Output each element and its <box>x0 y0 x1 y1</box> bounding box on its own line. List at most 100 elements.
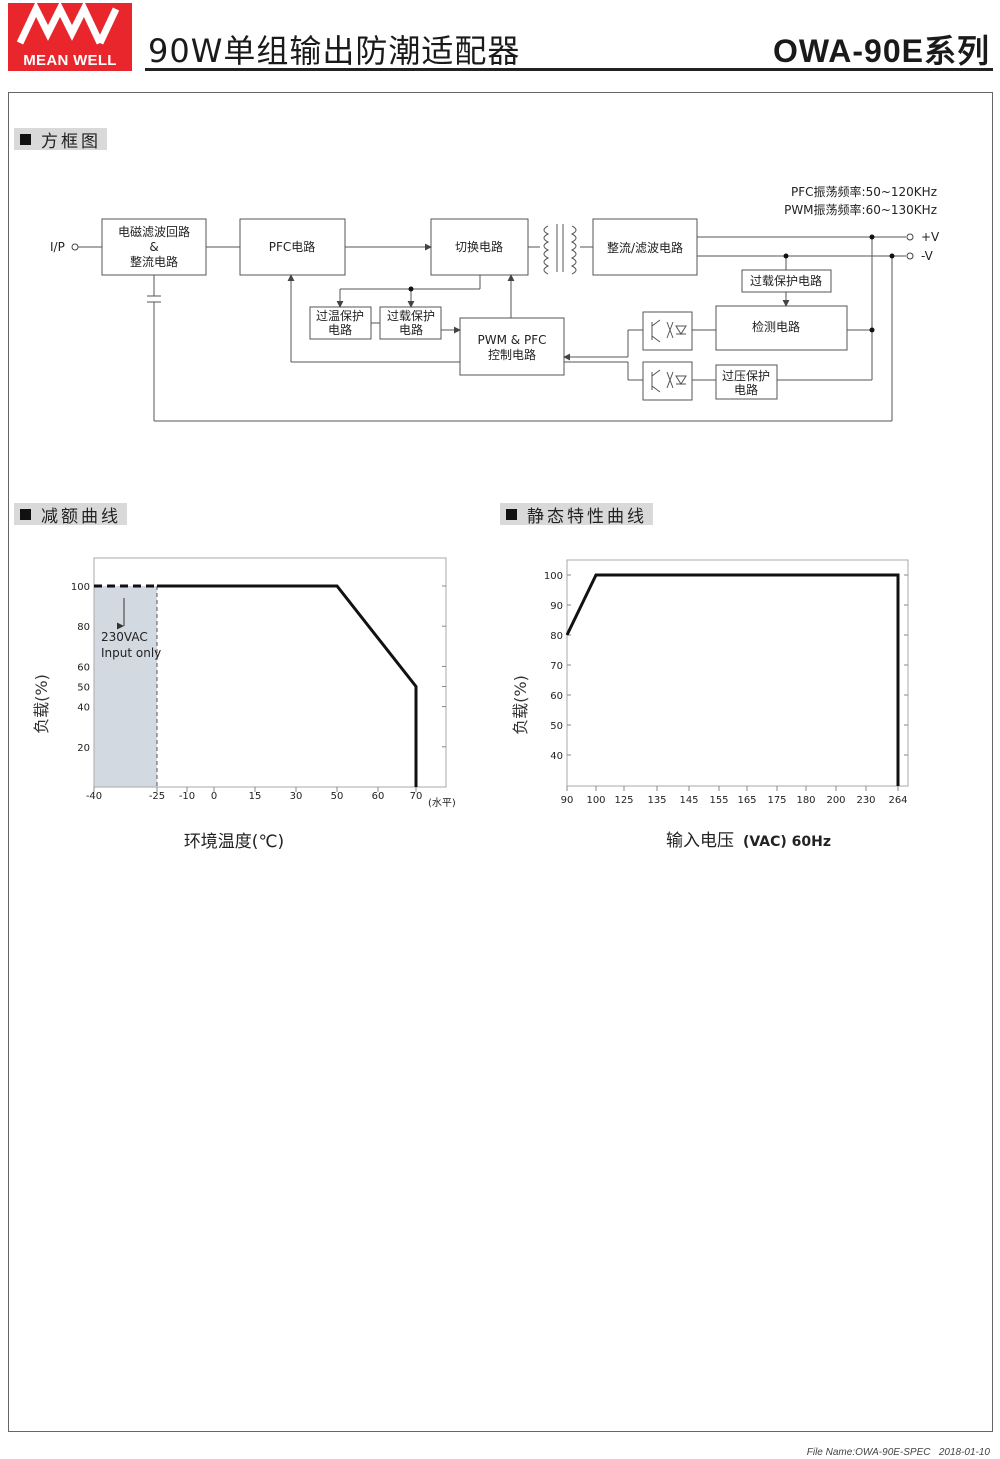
square-bullet-icon <box>20 508 31 520</box>
section-static: 静态特性曲线 <box>500 503 653 527</box>
ctrl-label: PWM & PFC <box>478 333 547 347</box>
series-line <box>565 573 900 786</box>
shaded-region <box>94 586 157 787</box>
y-tick-label: 80 <box>550 631 563 642</box>
emi-label: 电磁滤波回路 <box>118 224 190 239</box>
x-tick-label: 200 <box>826 795 845 806</box>
x-tick-label: 175 <box>767 795 786 806</box>
y-tick-label: 50 <box>550 721 563 732</box>
x-axis-label: 输入电压 <box>666 831 734 851</box>
meanwell-logo: MEAN WELL <box>8 0 132 71</box>
header-divider <box>145 68 993 71</box>
emi-label: & <box>149 240 158 254</box>
x-tick-label: 264 <box>888 795 907 806</box>
otp-label: 过温保护 <box>316 309 364 323</box>
plot-frame <box>566 559 909 787</box>
rect-label: 整流/滤波电路 <box>607 240 683 255</box>
x-tick-label: 60 <box>372 791 385 802</box>
ovp-label: 过压保护 <box>722 369 770 383</box>
ovp-box <box>715 364 778 400</box>
ctrl-box <box>459 317 565 376</box>
pwm-freq-label: PWM振荡频率:60~130KHz <box>784 202 937 217</box>
section-block-diagram: 方框图 <box>14 128 107 152</box>
y-tick-label: 90 <box>550 601 563 612</box>
input-label: I/P <box>50 240 65 254</box>
output-terminal-icon <box>906 252 914 260</box>
y-tick-label: 60 <box>77 662 90 673</box>
y-tick-label: 40 <box>550 751 563 762</box>
y-tick-label: 70 <box>550 661 563 672</box>
y-tick-label: 50 <box>77 683 90 694</box>
output-pos-label: +V <box>921 230 940 244</box>
otp-label: 电路 <box>328 322 352 337</box>
junction-dot <box>408 286 414 292</box>
y-tick-label: 80 <box>77 622 90 633</box>
emi-label: 整流电路 <box>130 254 178 269</box>
junction-dot <box>783 253 789 259</box>
footer: File Name:OWA-90E-SPEC 2018-01-10 <box>807 1447 990 1458</box>
x-tick-label: 230 <box>856 795 875 806</box>
x-tick-label: 180 <box>796 795 815 806</box>
x-tick-label: 100 <box>586 795 605 806</box>
input-terminal-icon <box>71 243 79 251</box>
x-tick-label: 70 <box>410 791 423 802</box>
block-diagram: PFC振荡频率:50~120KHz PWM振荡频率:60~130KHz I/P … <box>50 184 940 422</box>
y-tick-label: 100 <box>544 571 563 582</box>
olp-label: 过载保护 <box>387 309 435 323</box>
page-title: 90W单组输出防潮适配器 <box>148 32 521 70</box>
section-label: 减额曲线 <box>41 506 121 527</box>
mw-logo-icon <box>16 0 120 45</box>
ovp-label: 电路 <box>734 382 758 397</box>
y-tick-label: 100 <box>71 582 90 593</box>
section-derating: 减额曲线 <box>14 503 127 527</box>
series-line <box>157 584 418 787</box>
olp-label: 电路 <box>399 322 423 337</box>
y-tick-label: 20 <box>77 743 90 754</box>
output-neg-label: -V <box>921 249 934 263</box>
detect-label: 检测电路 <box>752 319 800 334</box>
section-label: 静态特性曲线 <box>527 506 647 527</box>
ctrl-label: 控制电路 <box>488 347 536 362</box>
x-tick-label: 0 <box>211 791 217 802</box>
derating-chart: 20 40 50 60 80 100 -40 -25 -10 0 15 30 50 60 70 230VA… <box>32 557 456 852</box>
optocoupler-1 <box>642 311 693 351</box>
x-tick-label: -40 <box>86 791 102 802</box>
optocoupler-icon <box>651 319 687 343</box>
x-tick-label: -10 <box>179 791 195 802</box>
x-tick-label: 30 <box>290 791 303 802</box>
x-tick-label: 90 <box>561 795 574 806</box>
footer-date: 2018-01-10 <box>938 1447 990 1458</box>
x-tick-label: 165 <box>737 795 756 806</box>
x-tick-label: 125 <box>614 795 633 806</box>
junction-dot <box>889 253 895 259</box>
content-frame <box>8 92 993 1432</box>
y-tick-label: 40 <box>77 703 90 714</box>
plot-frame <box>93 557 447 788</box>
model-title: OWA-90E系列 <box>772 33 990 69</box>
annotation-text: Input only <box>101 646 161 660</box>
x-tick-label: 145 <box>679 795 698 806</box>
x-tick-label: 155 <box>709 795 728 806</box>
x-axis-label: 环境温度(℃) <box>184 832 284 852</box>
pfc-label: PFC电路 <box>269 239 316 254</box>
junction-dot <box>869 327 875 333</box>
square-bullet-icon <box>20 133 31 145</box>
optocoupler-2 <box>642 361 693 401</box>
x-tick-label: 135 <box>647 795 666 806</box>
junction-dot <box>869 234 875 240</box>
annotation-text: 230VAC <box>101 630 148 644</box>
y-axis-label: 负载(%) <box>32 674 51 734</box>
x-axis-label-unit: (VAC) 60Hz <box>743 834 831 850</box>
section-label: 方框图 <box>41 131 101 152</box>
square-bullet-icon <box>506 508 517 520</box>
y-axis-label: 负载(%) <box>511 675 530 735</box>
x-tick-label: 15 <box>249 791 262 802</box>
switch-label: 切换电路 <box>455 239 503 254</box>
footer-filename: File Name:OWA-90E-SPEC <box>806 1447 931 1458</box>
x-unit-label: (水平) <box>428 797 456 809</box>
detect-box <box>715 305 848 351</box>
x-tick-label: -25 <box>149 791 165 802</box>
x-tick-label: 50 <box>331 791 344 802</box>
olp2-label: 过载保护电路 <box>750 273 822 288</box>
